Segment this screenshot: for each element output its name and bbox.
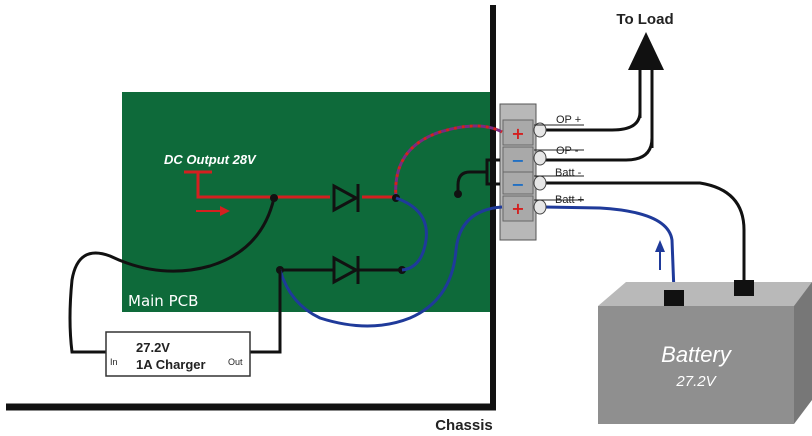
battery-top-face xyxy=(598,282,812,306)
label-batt-plus: Batt + xyxy=(555,194,584,206)
charger-in-label: In xyxy=(110,357,118,367)
label-op-minus: OP - xyxy=(556,145,579,157)
label-op-plus: OP + xyxy=(556,114,581,126)
terminal-cell-op-plus xyxy=(502,119,534,146)
charger-rating-label: 1A Charger xyxy=(136,357,206,372)
screw-batt-plus xyxy=(533,199,547,215)
chassis-label: Chassis xyxy=(435,417,493,434)
charger-input-wire xyxy=(68,197,276,354)
battery-terminal-negative xyxy=(734,280,754,296)
op-plus-wire xyxy=(544,111,642,132)
current-arrow-head xyxy=(655,240,665,252)
charger-output-wire xyxy=(250,270,282,354)
label-batt-minus: Batt - xyxy=(555,167,582,179)
terminal-sign-op-plus: + xyxy=(511,124,524,143)
dashed-output-wire-red xyxy=(394,124,503,199)
batt-plus-wire xyxy=(543,205,676,293)
diode-link-wire xyxy=(395,196,428,272)
dc-output-label: DC Output 28V xyxy=(164,152,257,167)
terminal-cell-op-minus xyxy=(502,146,534,173)
battery-voltage-label: 27.2V xyxy=(675,373,717,390)
battery-name-label: Battery xyxy=(661,342,733,367)
screw-op-minus xyxy=(533,150,547,166)
pcb-ground-wire xyxy=(456,170,487,194)
battery-feed-wire xyxy=(278,205,503,328)
batt-minus-wire xyxy=(544,181,746,282)
terminal-cell-batt-plus xyxy=(502,195,534,222)
op-minus-wire xyxy=(544,137,654,162)
to-load-label: To Load xyxy=(616,11,673,28)
screw-op-plus xyxy=(533,122,547,138)
terminal-cell-batt-minus xyxy=(502,171,534,195)
terminal-sign-batt-plus: + xyxy=(511,199,524,218)
terminal-sign-batt-minus: − xyxy=(511,175,524,194)
diode-top xyxy=(332,183,360,213)
main-pcb-label: Main PCB xyxy=(128,292,198,310)
battery-body xyxy=(598,306,794,424)
dc-output-trace xyxy=(184,170,330,199)
battery-terminal-positive xyxy=(664,290,684,306)
ground-node xyxy=(454,190,462,198)
charger-box xyxy=(105,331,251,377)
charger-out-label: Out xyxy=(228,357,243,367)
to-load-arrow-head xyxy=(628,32,664,70)
dashed-output-wire xyxy=(394,124,503,199)
battery-side-face xyxy=(794,282,812,424)
screw-batt-minus xyxy=(533,175,547,191)
charger-voltage-label: 27.2V xyxy=(136,340,170,355)
main-pcb-board xyxy=(122,92,494,312)
dc-direction-arrow-head xyxy=(220,206,230,216)
terminal-sign-op-minus: − xyxy=(511,151,524,170)
